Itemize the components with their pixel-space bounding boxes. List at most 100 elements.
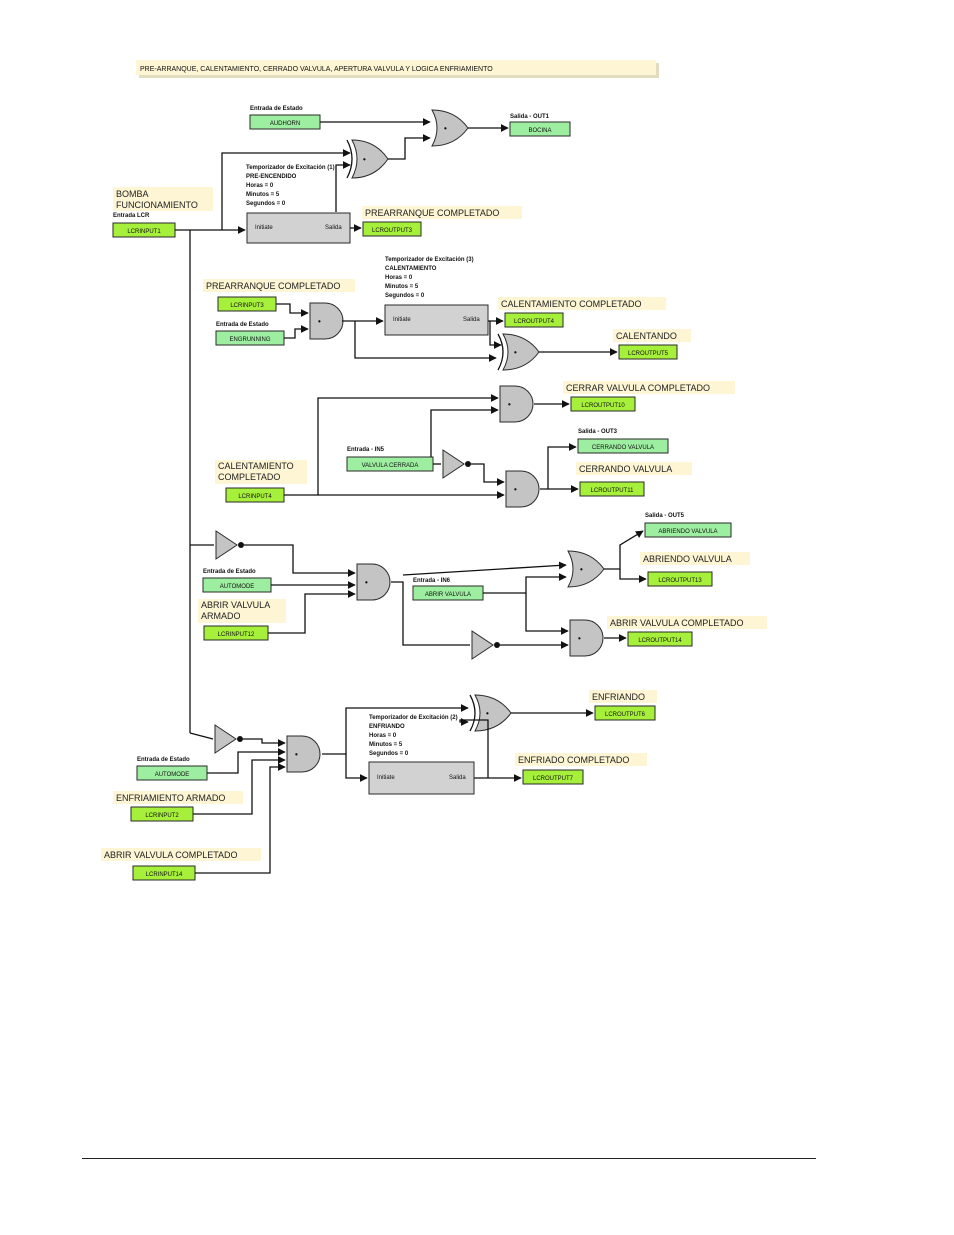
svg-text:FUNCIONAMIENTO: FUNCIONAMIENTO — [116, 200, 198, 210]
svg-text:Initiate: Initiate — [255, 225, 273, 231]
or-gate-abriendo: • — [567, 550, 605, 588]
svg-text:CALENTAMIENTO: CALENTAMIENTO — [385, 266, 437, 272]
input-tag-lcrinput14: LCRINPUT14 — [132, 865, 196, 881]
output-label: Salida - OUT3 — [578, 429, 618, 435]
xor-gate-calentando: • — [497, 333, 540, 371]
svg-text:BOCINA: BOCINA — [528, 128, 551, 134]
input-label: Entrada - IN5 — [347, 447, 385, 453]
input-tag-lcrinput2: LCRINPUT2 — [130, 806, 194, 822]
input-tag-abrir-valvula: ABRIR VALVULA — [412, 585, 484, 601]
svg-text:VALVULA CERRADA: VALVULA CERRADA — [362, 463, 419, 469]
svg-text:COMPLETADO: COMPLETADO — [218, 472, 280, 482]
svg-text:ABRIR VALVULA COMPLETADO: ABRIR VALVULA COMPLETADO — [610, 618, 744, 628]
note-abriendo-valvula: ABRIENDO VALVULA — [640, 552, 750, 565]
svg-text:LCROUTPUT11: LCROUTPUT11 — [591, 488, 635, 494]
input-label: Entrada LCR — [113, 213, 150, 219]
input-tag-lcrinput3: LCRINPUT3 — [217, 296, 277, 312]
note-bomba-funcionamiento: BOMBA FUNCIONAMIENTO — [113, 187, 213, 211]
note-abrir-valvula-armado: ABRIR VALVULA ARMADO — [198, 599, 286, 623]
note-calentando: CALENTANDO — [613, 329, 691, 342]
input-tag-lcrinput1: LCRINPUT1 — [112, 222, 176, 238]
svg-text:PRE-ENCENDIDO: PRE-ENCENDIDO — [246, 174, 297, 180]
and-gate-calentamiento: • — [309, 302, 344, 340]
not-gate-valvula-cerrada — [442, 449, 471, 479]
svg-text:Segundos = 0: Segundos = 0 — [385, 293, 425, 299]
and-gate-cerrando: • — [505, 470, 540, 508]
svg-text:PRE-ARRANQUE, CALENTAMIENTO, C: PRE-ARRANQUE, CALENTAMIENTO, CERRADO VAL… — [140, 66, 493, 73]
svg-text:CALENTANDO: CALENTANDO — [616, 331, 677, 341]
note-enfriado-completado: ENFRIADO COMPLETADO — [515, 753, 647, 766]
svg-text:•: • — [363, 155, 366, 164]
note-abrir-valvula-completado-out: ABRIR VALVULA COMPLETADO — [607, 616, 767, 629]
note-prearranque-completado-in: PREARRANQUE COMPLETADO — [203, 279, 355, 292]
note-cerrar-valvula-completado: CERRAR VALVULA COMPLETADO — [563, 381, 735, 394]
svg-text:LCROUTPUT3: LCROUTPUT3 — [372, 228, 413, 234]
svg-text:LCROUTPUT7: LCROUTPUT7 — [533, 776, 574, 782]
input-label: Entrada de Estado — [137, 757, 190, 763]
svg-text:PREARRANQUE COMPLETADO: PREARRANQUE COMPLETADO — [206, 281, 340, 291]
svg-text:CALENTAMIENTO: CALENTAMIENTO — [218, 461, 294, 471]
svg-text:ENFRIANDO: ENFRIANDO — [369, 724, 405, 730]
svg-text:LCRINPUT14: LCRINPUT14 — [146, 872, 183, 878]
input-label: Entrada de Estado — [250, 106, 303, 112]
input-tag-automode-2: AUTOMODE — [136, 765, 208, 781]
svg-text:CERRANDO VALVULA: CERRANDO VALVULA — [592, 445, 654, 451]
output-tag-bocina: BOCINA — [509, 121, 571, 137]
svg-text:•: • — [486, 709, 489, 718]
input-label: Entrada de Estado — [216, 322, 269, 328]
svg-text:Minutos = 5: Minutos = 5 — [246, 192, 280, 198]
note-prearranque-completado-out: PREARRANQUE COMPLETADO — [362, 206, 522, 219]
svg-text:CERRANDO VALVULA: CERRANDO VALVULA — [579, 464, 672, 474]
svg-text:•: • — [444, 124, 447, 133]
input-tag-lcrinput12: LCRINPUT12 — [203, 625, 269, 641]
not-gate-abrir — [471, 630, 500, 660]
output-tag-lcroutput10: LCROUTPUT10 — [570, 396, 636, 412]
svg-text:LCROUTPUT4: LCROUTPUT4 — [514, 319, 555, 325]
svg-text:Minutos = 5: Minutos = 5 — [385, 284, 419, 290]
svg-text:Horas = 0: Horas = 0 — [385, 275, 413, 281]
svg-text:ABRIENDO VALVULA: ABRIENDO VALVULA — [643, 554, 732, 564]
svg-text:Initiate: Initiate — [393, 317, 411, 323]
svg-text:•: • — [514, 485, 517, 494]
diagram-title: PRE-ARRANQUE, CALENTAMIENTO, CERRADO VAL… — [136, 60, 659, 78]
svg-text:LCRINPUT3: LCRINPUT3 — [230, 303, 264, 309]
and-gate-enfriamiento: • — [286, 735, 321, 773]
note-enfriando: ENFRIANDO — [589, 690, 657, 703]
svg-text:LCROUTPUT14: LCROUTPUT14 — [638, 638, 682, 644]
xor-gate-enfriando: • — [469, 694, 512, 732]
svg-text:AUTOMODE: AUTOMODE — [220, 584, 255, 590]
svg-text:Horas = 0: Horas = 0 — [246, 183, 274, 189]
note-cerrando-valvula: CERRANDO VALVULA — [576, 462, 692, 475]
svg-text:•: • — [580, 565, 583, 574]
svg-text:•: • — [508, 400, 511, 409]
svg-text:LCRINPUT1: LCRINPUT1 — [127, 229, 161, 235]
svg-text:Salida: Salida — [449, 775, 466, 781]
output-tag-lcroutput7: LCROUTPUT7 — [522, 769, 584, 785]
input-tag-valvula-cerrada: VALVULA CERRADA — [346, 456, 434, 472]
footer-divider — [82, 1158, 816, 1159]
svg-text:AUTOMODE: AUTOMODE — [155, 772, 190, 778]
input-tag-engrunning: ENGRUNNING — [215, 330, 285, 346]
output-label: Salida - OUT1 — [510, 114, 550, 120]
svg-text:LCRINPUT12: LCRINPUT12 — [218, 632, 255, 638]
svg-text:ENFRIANDO: ENFRIANDO — [592, 692, 645, 702]
timer-enfriando: Temporizador de Excitación (2) ENFRIANDO… — [368, 715, 475, 795]
svg-text:LCROUTPUT5: LCROUTPUT5 — [628, 351, 669, 357]
svg-text:LCROUTPUT6: LCROUTPUT6 — [605, 712, 646, 718]
output-tag-lcroutput4: LCROUTPUT4 — [504, 312, 564, 328]
note-enfriamiento-armado: ENFRIAMIENTO ARMADO — [113, 791, 243, 804]
output-tag-lcroutput6: LCROUTPUT6 — [594, 705, 656, 721]
note-calentamiento-completado-out: CALENTAMIENTO COMPLETADO — [498, 297, 666, 310]
svg-text:ABRIENDO VALVULA: ABRIENDO VALVULA — [658, 529, 717, 535]
svg-text:Segundos = 0: Segundos = 0 — [246, 201, 286, 207]
output-label: Salida - OUT5 — [645, 513, 685, 519]
input-tag-audhorn: AUDHORN — [249, 114, 321, 130]
svg-text:Temporizador de Excitación (3): Temporizador de Excitación (3) — [385, 257, 474, 263]
input-tag-lcrinput4: LCRINPUT4 — [225, 487, 285, 503]
svg-text:BOMBA: BOMBA — [116, 189, 149, 199]
output-tag-cerrando-valvula: CERRANDO VALVULA — [577, 438, 669, 454]
svg-text:Salida: Salida — [463, 317, 480, 323]
svg-text:ABRIR VALVULA: ABRIR VALVULA — [201, 600, 270, 610]
output-tag-abriendo-valvula: ABRIENDO VALVULA — [644, 522, 732, 538]
